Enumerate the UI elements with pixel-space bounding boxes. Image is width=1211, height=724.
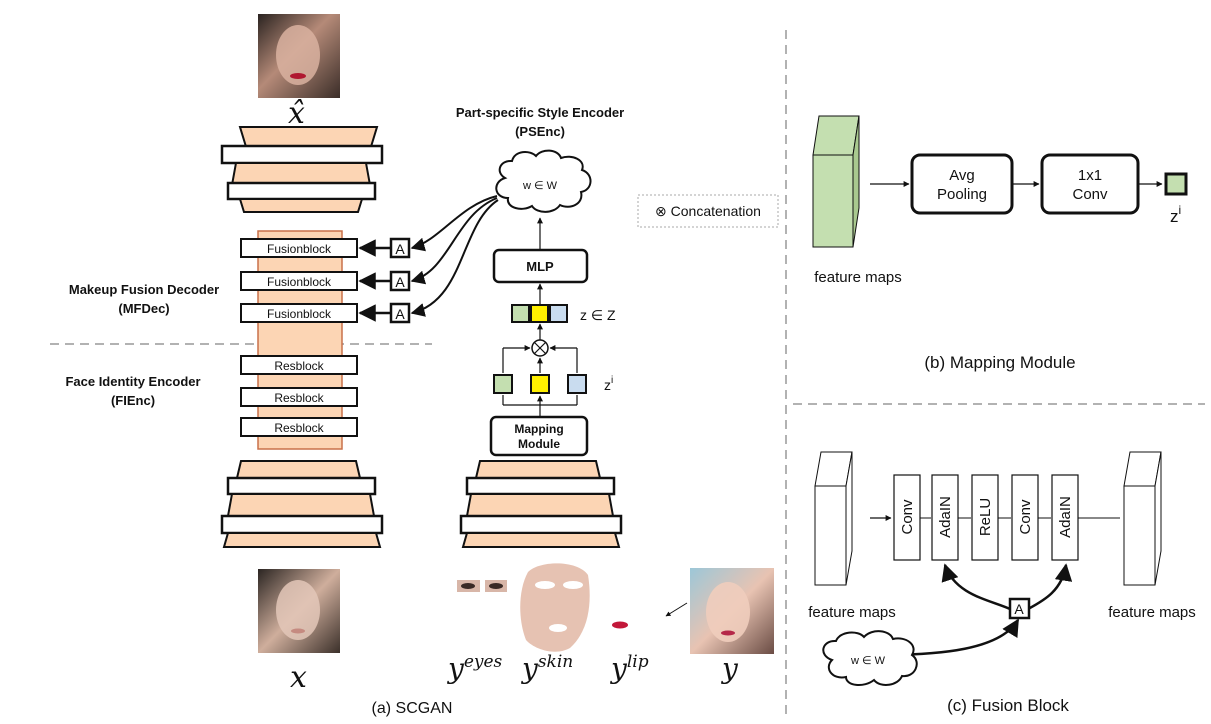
fusionblock-label: Fusionblock [267,307,332,321]
concatenation-legend-label: ⊗ Concatenation [655,203,761,219]
mapping-label-2: Module [518,437,560,451]
fusion-badge-label: A [1014,601,1024,617]
resblock-label: Resblock [274,391,324,405]
scgan-caption: (a) SCGAN [372,700,453,717]
fusion-op-conv-1: Conv [893,474,921,561]
reference-to-parts-arrow [665,602,688,617]
resblock-label: Resblock [274,421,324,435]
fusionblock-label: Fusionblock [267,242,332,256]
fusion-op-adain-1: AdaIN [931,474,959,561]
zi-label: zi [604,375,613,393]
resblock-2: Resblock [240,387,358,407]
avg-pooling-label-2: Pooling [937,186,987,203]
conv1x1-label-1: 1x1 [1078,167,1102,184]
y-label: y [720,652,739,685]
conv1x1-label-2: Conv [1072,186,1108,203]
concatenation-node [502,323,578,373]
psenc-encoder-stack [459,460,623,548]
avg-pooling-block: Avg Pooling [910,153,1014,215]
lip-crop-image [612,621,628,629]
reference-face-image [690,568,774,654]
fusion-cloud-label: w ∈ W [850,655,886,667]
fusion-op-adain-2: AdaIN [1051,474,1079,561]
mfdec-title: Makeup Fusion Decoder [69,282,219,297]
y-skin-label: yskin [520,652,573,685]
fienc-title: Face Identity Encoder [65,374,200,389]
mapping-caption: (b) Mapping Module [924,353,1075,372]
psenc-abbr: (PSEnc) [515,124,565,139]
mlp-label: MLP [526,259,554,274]
z-label: z ∈ Z [580,307,616,323]
adain-badge-group: A A A [358,237,411,324]
source-face-image [258,569,340,653]
mapping-feature-maps-cube [812,115,860,248]
fusionblock-2: Fusionblock [240,271,358,291]
mapping-output-label: zi [1170,203,1181,226]
concatenation-legend: ⊗ Concatenation [637,194,779,228]
resblock-3: Resblock [240,417,358,437]
resblock-label: Resblock [274,359,324,373]
fusion-op-conv-2: Conv [1011,474,1039,561]
fusion-caption: (c) Fusion Block [947,696,1069,715]
mlp-block: MLP [492,248,589,284]
fusion-output-cube [1123,451,1162,586]
mfdec-abbr: (MFDec) [118,301,169,316]
fusion-adain-badge: A [1008,597,1031,620]
decoder-top-stack [220,126,384,213]
fusion-input-label: feature maps [808,604,896,621]
skin-crop-image [520,563,590,652]
fusion-op-relu: ReLU [971,474,999,561]
x-hat-label: x̂ [288,96,305,131]
fusion-op-label: Conv [899,499,916,535]
avg-pooling-label-1: Avg [949,167,975,184]
fusionblock-3: Fusionblock [240,303,358,323]
fusion-style-cloud: w ∈ W [822,630,918,686]
mapping-label-1: Mapping [514,422,563,436]
fusion-op-label: AdaIN [937,496,954,538]
x-label: x [290,660,307,695]
psenc-title: Part-specific Style Encoder [456,105,624,120]
fusionblock-label: Fusionblock [267,275,332,289]
fienc-encoder-stack [220,460,384,548]
cloud-label: w ∈ W [522,180,558,192]
y-eyes-label: yeyes [446,652,503,685]
fusion-output-label: feature maps [1108,604,1196,621]
fusion-op-label: AdaIN [1057,496,1074,538]
mapping-input-label: feature maps [814,269,902,286]
mapping-module-block: Mapping Module [489,415,589,457]
zi-merge-lines [502,395,578,416]
adain-badge-label: A [395,241,405,257]
part-codes-zi [493,374,587,394]
fusion-op-label: Conv [1017,499,1034,535]
conv1x1-block: 1x1 Conv [1040,153,1140,215]
output-face-image [258,14,340,98]
fusionblock-1: Fusionblock [240,238,358,258]
adain-badge-label: A [395,306,405,322]
adain-badge-label: A [395,274,405,290]
generator-backbone [257,230,343,450]
eyes-crop-image [457,580,507,592]
style-code-arrows [410,195,499,317]
fienc-abbr: (FIEnc) [111,393,155,408]
fusion-input-cube [814,451,853,586]
fusion-op-label: ReLU [977,498,994,536]
style-code-z [511,304,568,323]
resblock-1: Resblock [240,355,358,375]
zi-output-square [1164,172,1188,196]
y-lip-label: ylip [609,652,649,685]
style-space-cloud: w ∈ W [495,149,592,213]
